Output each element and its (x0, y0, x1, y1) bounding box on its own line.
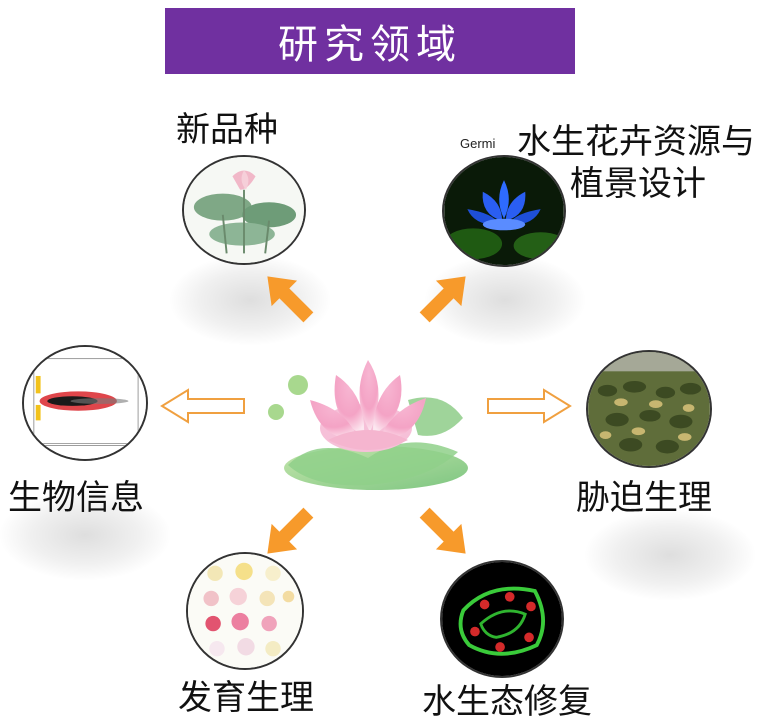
circle-new-varieties (182, 155, 306, 265)
lotus-flower-icon (268, 360, 468, 490)
center-lotus (258, 340, 476, 502)
circle-developmental-physiology (186, 552, 304, 670)
germi-tag: Germi (460, 136, 496, 151)
label-new-varieties: 新品种 (176, 110, 278, 150)
lotus-leaf-painting-icon (184, 157, 304, 263)
flower-grid-icon (188, 554, 302, 668)
page-title: 研究领域 (278, 22, 462, 68)
label-developmental-physiology: 发育生理 (178, 678, 314, 718)
shadow (585, 510, 755, 600)
label-aquatic-flower-resources-line1: 水生花卉资源与 (517, 122, 755, 162)
blue-lotus-icon (444, 157, 564, 265)
arrow-to-new-varieties (267, 276, 314, 323)
circle-aquatic-flower-resources (442, 155, 566, 267)
arrow-to-aquatic-flower-resources (419, 276, 466, 323)
circle-bioinformatics (22, 345, 148, 461)
arrow-to-bioinformatics (160, 388, 245, 424)
cell-microscopy-icon (442, 562, 562, 676)
label-stress-physiology: 胁迫生理 (576, 478, 712, 518)
circle-stress-physiology (586, 350, 712, 468)
label-aquatic-ecological-restoration: 水生态修复 (422, 682, 592, 722)
scatter-plot-icon (24, 347, 146, 459)
arrow-to-aquatic-ecological-restoration (419, 507, 466, 554)
title-banner: 研究领域 (165, 8, 575, 74)
label-aquatic-flower-resources-line2: 植景设计 (570, 164, 706, 204)
wetland-plants-icon (588, 352, 710, 466)
shadow (170, 255, 330, 345)
label-bioinformatics: 生物信息 (8, 478, 144, 518)
shadow (0, 490, 170, 580)
arrow-to-developmental-physiology (267, 507, 314, 554)
arrow-to-stress-physiology (487, 388, 572, 424)
circle-aquatic-ecological-restoration (440, 560, 564, 678)
